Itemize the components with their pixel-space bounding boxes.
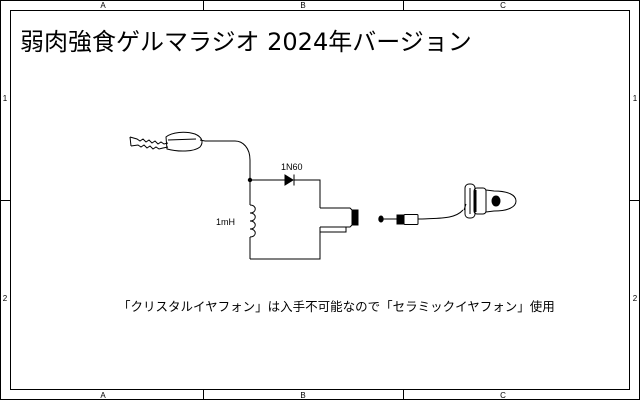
earphone-cable xyxy=(421,209,464,220)
diagram-title: 弱肉強食ゲルマラジオ 2024年バージョン xyxy=(20,28,472,56)
diode-icon xyxy=(284,174,295,186)
inductor-coil-icon xyxy=(249,204,256,238)
earphone-jack-icon xyxy=(319,207,359,233)
column-label-a-top: A xyxy=(100,1,106,10)
wire-diode-to-jack xyxy=(294,179,321,208)
ceramic-earphone-icon xyxy=(463,183,517,219)
inner-frame xyxy=(10,10,630,390)
column-label-c-top: C xyxy=(500,1,506,10)
diode-label: 1N60 xyxy=(281,162,303,172)
row-label-2-left: 2 xyxy=(3,294,8,303)
column-label-b-bottom: B xyxy=(300,391,305,400)
alligator-clip-icon xyxy=(129,131,206,152)
column-label-c-bottom: C xyxy=(500,391,506,400)
column-label-a-bottom: A xyxy=(100,391,106,400)
inductor-label: 1mH xyxy=(216,217,235,227)
antenna-wire xyxy=(205,140,251,180)
row-label-1-right: 1 xyxy=(633,94,638,103)
row-label-1-left: 1 xyxy=(3,94,8,103)
diagram-note: 「クリスタルイヤフォン」は入手不可能なので「セラミックイヤフォン」使用 xyxy=(118,299,555,314)
column-label-b-top: B xyxy=(300,1,305,10)
row-label-2-right: 2 xyxy=(633,294,638,303)
earphone-plug-icon xyxy=(378,214,422,225)
wire-return xyxy=(250,232,321,260)
